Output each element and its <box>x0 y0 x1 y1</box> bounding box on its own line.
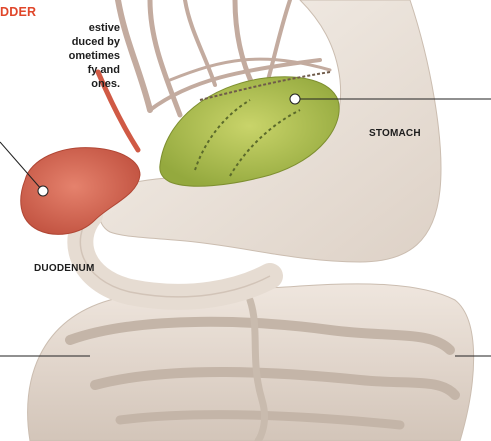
stomach-marker <box>290 94 300 104</box>
stomach-label: STOMACH <box>369 128 421 139</box>
gallbladder-title: DDER <box>0 5 36 19</box>
duodenum-label: DUODENUM <box>34 263 95 274</box>
intestines <box>28 284 474 441</box>
vessel-1 <box>118 0 150 110</box>
gallbladder-description: estive duced by ometimes fy and ones. <box>0 21 120 91</box>
vessel-4 <box>235 0 255 90</box>
gallbladder-marker <box>38 186 48 196</box>
